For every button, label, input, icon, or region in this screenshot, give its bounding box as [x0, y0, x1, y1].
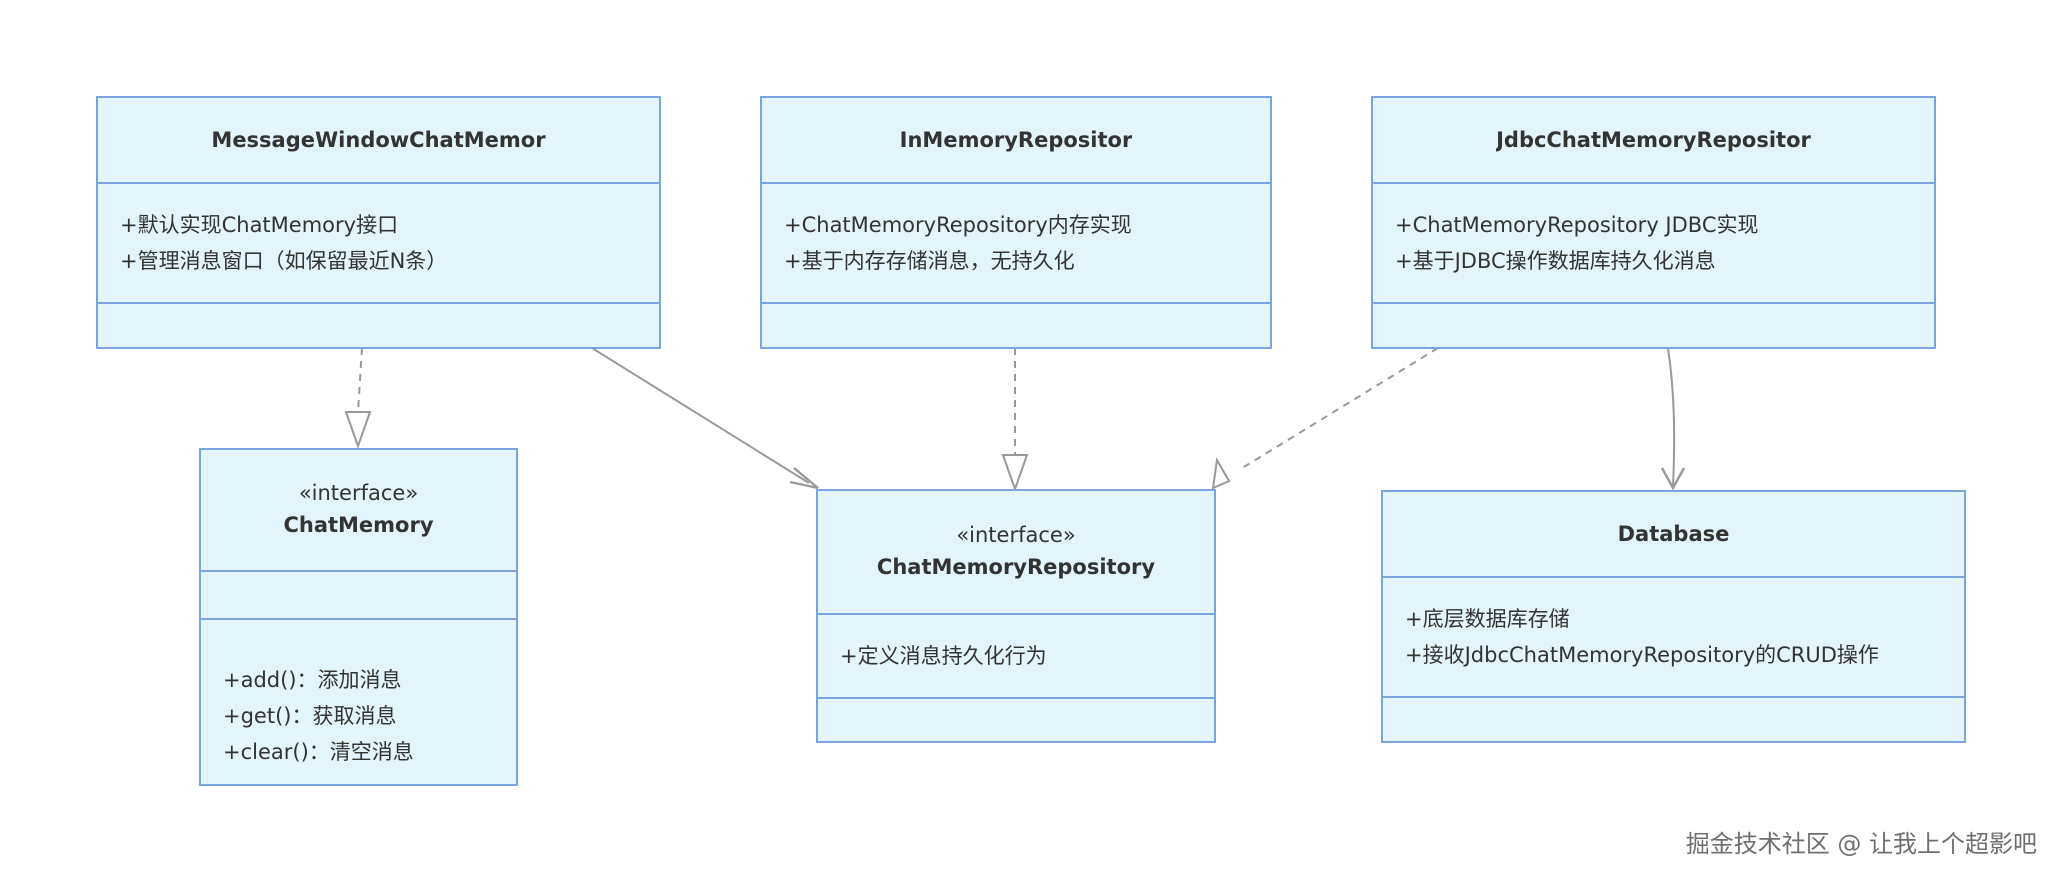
class-attributes: +ChatMemoryRepository内存实现 +基于内存存储消息，无持久化: [762, 182, 1270, 302]
class-inmemoryrepository: InMemoryRepositor +ChatMemoryRepository内…: [760, 96, 1272, 349]
interface-chatmemory: «interface» ChatMemory +add()：添加消息 +get(…: [199, 448, 518, 786]
class-methods: [1383, 696, 1964, 741]
relation-jdbc-to-repository: [1238, 347, 1439, 471]
stereotype-label: «interface»: [956, 523, 1076, 547]
watermark-text: 掘金技术社区 @ 让我上个超影吧: [1685, 830, 2037, 858]
attribute-item: +接收JdbcChatMemoryRepository的CRUD操作: [1405, 643, 1879, 667]
class-attributes: +定义消息持久化行为: [818, 613, 1214, 697]
attribute-item: +ChatMemoryRepository内存实现: [784, 213, 1132, 237]
class-name: ChatMemoryRepository: [876, 555, 1156, 579]
attribute-item: +底层数据库存储: [1405, 607, 1570, 631]
class-attributes: +ChatMemoryRepository JDBC实现 +基于JDBC操作数据…: [1373, 182, 1934, 302]
class-methods: +add()：添加消息 +get()：获取消息 +clear()：清空消息: [201, 618, 516, 784]
class-name: Database: [1617, 522, 1730, 546]
method-item: +add()：添加消息: [223, 668, 402, 692]
class-header: MessageWindowChatMemor: [98, 98, 659, 182]
class-attributes: +底层数据库存储 +接收JdbcChatMemoryRepository的CRU…: [1383, 576, 1964, 696]
attribute-item: +基于内存存储消息，无持久化: [784, 249, 1075, 273]
class-methods: [1373, 302, 1934, 347]
class-header: InMemoryRepositor: [762, 98, 1270, 182]
attribute-item: +ChatMemoryRepository JDBC实现: [1395, 213, 1759, 237]
attribute-item: +基于JDBC操作数据库持久化消息: [1395, 249, 1716, 273]
class-name: InMemoryRepositor: [899, 128, 1133, 152]
class-header: JdbcChatMemoryRepositor: [1373, 98, 1934, 182]
class-header: «interface» ChatMemoryRepository: [818, 491, 1214, 613]
method-item: +clear()：清空消息: [223, 740, 414, 764]
attribute-item: +管理消息窗口（如保留最近N条）: [120, 249, 448, 273]
class-header: Database: [1383, 492, 1964, 576]
class-attributes: +默认实现ChatMemory接口 +管理消息窗口（如保留最近N条）: [98, 182, 659, 302]
attribute-item: +定义消息持久化行为: [840, 644, 1047, 668]
class-methods: [98, 302, 659, 347]
realization-arrowhead-icon: [344, 411, 372, 450]
class-methods: [818, 697, 1214, 741]
class-name: MessageWindowChatMemor: [211, 128, 546, 152]
method-item: +get()：获取消息: [223, 704, 397, 728]
stereotype-label: «interface»: [298, 481, 419, 505]
relation-messagewindow-to-repository: [591, 347, 810, 484]
class-name: JdbcChatMemoryRepositor: [1496, 128, 1811, 152]
realization-arrowhead-icon: [1001, 454, 1029, 493]
class-jdbcchatmemoryrepository: JdbcChatMemoryRepositor +ChatMemoryRepos…: [1371, 96, 1936, 349]
realization-arrowhead-icon: [1211, 456, 1231, 490]
association-arrowhead-icon: [789, 467, 819, 490]
relation-messagewindow-to-chatmemory: [357, 347, 363, 413]
relation-jdbc-to-database: [1667, 347, 1676, 487]
attribute-item: +默认实现ChatMemory接口: [120, 213, 399, 237]
class-attributes: [201, 570, 516, 618]
interface-chatmemoryrepository: «interface» ChatMemoryRepository +定义消息持久…: [816, 489, 1216, 743]
class-database: Database +底层数据库存储 +接收JdbcChatMemoryRepos…: [1381, 490, 1966, 743]
association-arrowhead-icon: [1660, 467, 1686, 491]
class-name: ChatMemory: [283, 513, 434, 537]
class-methods: [762, 302, 1270, 347]
class-messagewindowchatmemory: MessageWindowChatMemor +默认实现ChatMemory接口…: [96, 96, 661, 349]
class-header: «interface» ChatMemory: [201, 450, 516, 570]
